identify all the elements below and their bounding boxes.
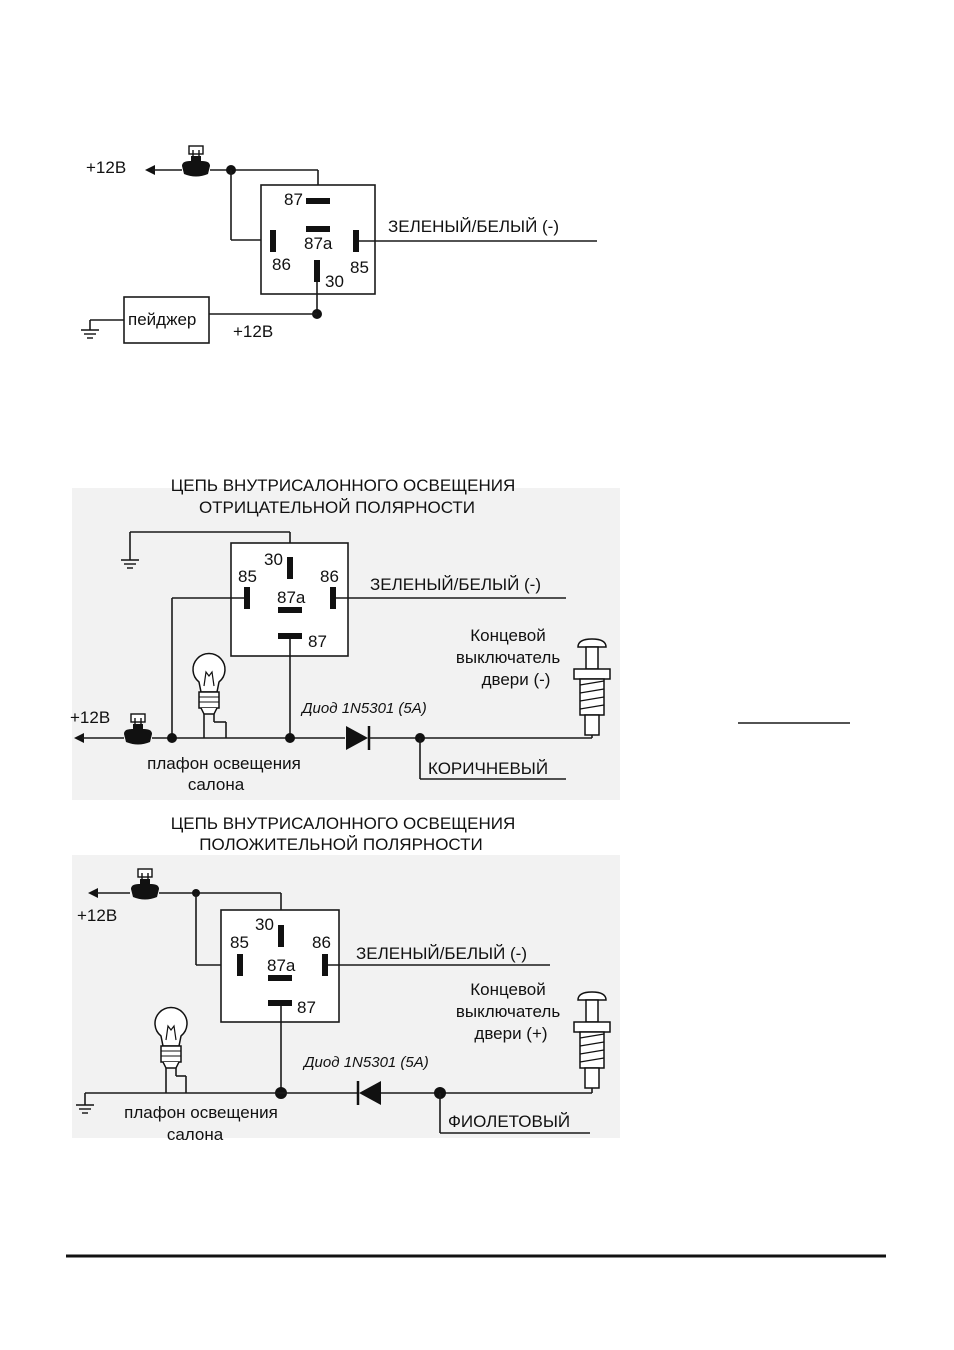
d3-lamp-label-line2: салона (167, 1125, 224, 1144)
d1-pin-87a: 87a (304, 234, 333, 253)
d2-control-wire-label: ЗЕЛЕНЫЙ/БЕЛЫЙ (-) (370, 575, 541, 594)
d3-switch-label-line2: выключатель (456, 1002, 561, 1021)
d3-lamp-label-line1: плафон освещения (124, 1103, 278, 1122)
d1-pager-box (123, 296, 210, 344)
d3-switch-label-line3: двери (+) (474, 1024, 547, 1043)
d3-pin-87: 87 (297, 998, 316, 1017)
d3-title-line1: ЦЕПЬ ВНУТРИСАЛОННОГО ОСВЕЩЕНИЯ (171, 814, 516, 833)
d3-wire-color-label: ФИОЛЕТОВЫЙ (448, 1112, 570, 1131)
d3-pin-30: 30 (255, 915, 274, 934)
d1-pager-supply-label: +12В (233, 322, 273, 341)
d1-arrow-icon (145, 165, 155, 175)
d3-pin-85: 85 (230, 933, 249, 952)
d1-ground-icon (80, 329, 100, 339)
diagram-interior-light-positive: ЦЕПЬ ВНУТРИСАЛОННОГО ОСВЕЩЕНИЯ ПОЛОЖИТЕЛ… (75, 814, 611, 1144)
d2-lamp-label-line2: салона (188, 775, 245, 794)
d2-diode-icon (346, 726, 368, 750)
d2-lamp-label-line1: плафон освещения (147, 754, 301, 773)
d3-switch-label-line1: Концевой (470, 980, 546, 999)
d1-pin-87a-contact (306, 226, 330, 232)
d1-pager-label: пейджер (128, 310, 196, 329)
d1-pin-85: 85 (350, 258, 369, 277)
d3-diode-icon (359, 1081, 381, 1105)
d2-switch-label-line2: выключатель (456, 648, 561, 667)
d1-pin-87: 87 (284, 190, 303, 209)
d3-background (72, 855, 620, 1138)
d1-pin-86: 86 (272, 255, 291, 274)
d1-pin-30-contact (314, 260, 320, 282)
d2-pin-86: 86 (320, 567, 339, 586)
d1-pin-86-contact (270, 230, 276, 252)
d3-arrow-icon (88, 888, 98, 898)
d2-diode-label: Диод 1N5301 (5A) (300, 700, 427, 717)
d2-title-line1: ЦЕПЬ ВНУТРИСАЛОННОГО ОСВЕЩЕНИЯ (171, 476, 516, 495)
d2-wire-color-label: КОРИЧНЕВЫЙ (428, 759, 548, 778)
d3-pin-86: 86 (312, 933, 331, 952)
d3-control-wire-label: ЗЕЛЕНЫЙ/БЕЛЫЙ (-) (356, 944, 527, 963)
d2-pin-30: 30 (264, 550, 283, 569)
d3-supply-label: +12В (77, 906, 117, 925)
diagram-interior-light-negative: ЦЕПЬ ВНУТРИСАЛОННОГО ОСВЕЩЕНИЯ ОТРИЦАТЕЛ… (70, 476, 611, 794)
d1-pin-30: 30 (325, 272, 344, 291)
d1-pin-87-contact (306, 198, 330, 204)
d3-title-line2: ПОЛОЖИТЕЛЬНОЙ ПОЛЯРНОСТИ (199, 835, 483, 854)
d2-pin-87: 87 (308, 632, 327, 651)
d2-title-line2: ОТРИЦАТЕЛЬНОЙ ПОЛЯРНОСТИ (199, 498, 475, 517)
d3-pin-87a: 87a (267, 956, 296, 975)
d2-pin-85: 85 (238, 567, 257, 586)
d1-supply-label: +12В (86, 158, 126, 177)
d1-control-wire-label: ЗЕЛЕНЫЙ/БЕЛЫЙ (-) (388, 217, 559, 236)
d1-pin-85-contact (353, 230, 359, 252)
d3-diode-label: Диод 1N5301 (5A) (302, 1054, 429, 1071)
d2-arrow-icon (74, 733, 84, 743)
d2-supply-label: +12В (70, 708, 110, 727)
d1-fuse-icon (181, 145, 211, 178)
d2-pin-87a: 87a (277, 588, 306, 607)
d2-switch-label-line1: Концевой (470, 626, 546, 645)
diagram-relay-pager: +12В 87 87a 86 85 30 ЗЕЛЕНЫЙ/БЕЛЫЙ (-) п… (80, 145, 597, 344)
d2-switch-label-line3: двери (-) (482, 670, 551, 689)
